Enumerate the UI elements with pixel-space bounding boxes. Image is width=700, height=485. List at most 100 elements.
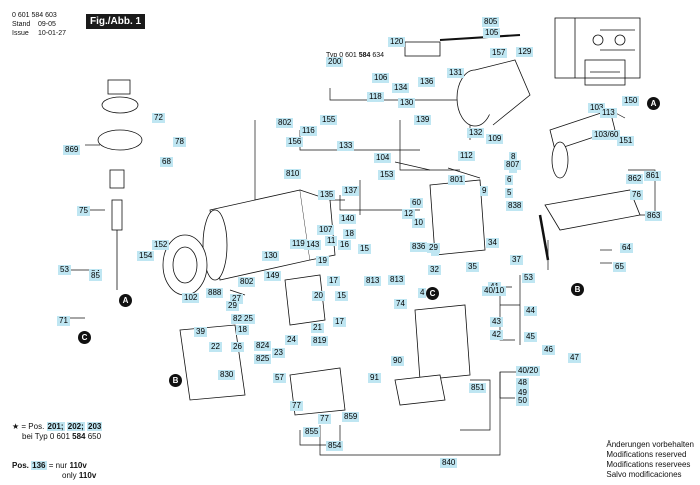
part-label: 139: [414, 115, 432, 125]
part-label: 60: [410, 198, 423, 208]
part-label: 39: [194, 327, 207, 337]
part-label: 154: [137, 251, 155, 261]
part-label: 72: [152, 113, 165, 123]
part-number: 0 601 584 603: [12, 12, 57, 19]
part-label: 4: [418, 288, 427, 298]
part-label: 27: [230, 294, 243, 304]
part-label: 854: [326, 441, 344, 451]
part-label: 47: [568, 353, 581, 363]
issue-label: Issue: [12, 30, 29, 37]
part-label: 802: [276, 118, 294, 128]
part-label: 46: [542, 345, 555, 355]
part-label: 77: [290, 401, 303, 411]
part-label: 149: [264, 271, 282, 281]
part-label: 130: [398, 98, 416, 108]
marker-b: B: [571, 283, 584, 296]
part-label: 813: [364, 276, 382, 286]
part-label: 104: [374, 153, 392, 163]
part-label: 156: [286, 137, 304, 147]
part-label: 118: [367, 92, 384, 102]
marker-c: C: [78, 331, 91, 344]
part-label: 824: [254, 341, 272, 351]
part-label: 150: [622, 96, 640, 106]
part-label: 103: [588, 103, 606, 113]
part-label: 131: [447, 68, 465, 78]
part-label: 75: [77, 206, 90, 216]
part-label: 102: [182, 293, 200, 303]
part-label: 15: [335, 291, 348, 301]
part-label: 112: [458, 151, 475, 161]
footer-disclaimer: Änderungen vorbehalten Modifications res…: [606, 440, 694, 479]
part-label: 11: [325, 236, 338, 246]
part-label: 78: [173, 137, 186, 147]
part-label: 862: [626, 174, 644, 184]
part-label: 107: [317, 225, 335, 235]
part-label: 35: [466, 262, 479, 272]
part-label: 37: [510, 255, 523, 265]
part-label: 157: [490, 48, 508, 58]
part-label: 143: [304, 240, 322, 250]
part-label: 49: [516, 388, 529, 398]
part-label: 888: [206, 288, 224, 298]
part-label: 25: [242, 314, 255, 324]
part-label: 116: [300, 126, 317, 136]
part-label: 12: [402, 209, 415, 219]
part-label: 76: [630, 190, 643, 200]
part-label: 19: [316, 256, 329, 266]
part-label: 53: [58, 265, 71, 275]
part-label: 29: [427, 243, 440, 253]
part-label: 137: [342, 186, 360, 196]
marker-a: A: [119, 294, 132, 307]
part-label: 74: [394, 299, 407, 309]
issue-value: 10-01-27: [38, 30, 67, 37]
part-label: 153: [378, 170, 396, 180]
part-label: 16: [338, 240, 351, 250]
stand-value: 09-05: [38, 21, 56, 28]
part-label: 40/20: [516, 366, 541, 376]
marker-b: B: [169, 374, 182, 387]
part-label: 90: [391, 356, 404, 366]
part-label: 34: [486, 238, 499, 248]
part-label: 10: [412, 218, 425, 228]
part-label: 8: [509, 152, 518, 162]
part-label: 119: [290, 239, 307, 249]
part-label: 830: [218, 370, 236, 380]
part-label: 44: [524, 306, 537, 316]
marker-c: C: [426, 287, 439, 300]
part-label: 861: [644, 171, 662, 181]
part-label: 50: [516, 396, 529, 406]
part-label: 132: [467, 128, 485, 138]
part-label: 134: [392, 83, 410, 93]
part-label: 32: [428, 265, 441, 275]
part-label: 17: [327, 276, 340, 286]
part-label: 77: [318, 414, 331, 424]
part-label: 17: [333, 317, 346, 327]
part-label: 810: [284, 169, 302, 179]
part-label: 869: [63, 145, 81, 155]
part-label: 801: [448, 175, 466, 185]
part-label: 807: [504, 160, 522, 170]
part-label: 135: [318, 190, 336, 200]
part-label: 20: [312, 291, 325, 301]
part-label: 29: [226, 301, 239, 311]
part-label: 57: [273, 373, 286, 383]
part-label: 24: [285, 335, 298, 345]
part-label: 133: [337, 141, 355, 151]
part-label: 113: [600, 108, 617, 118]
part-label: 68: [160, 157, 173, 167]
part-label: 200: [326, 57, 344, 67]
part-label: 42: [490, 330, 503, 340]
part-label: 21: [311, 323, 324, 333]
stand-label: Stand: [12, 21, 31, 28]
voltage-note: Pos. 136 = nur 110v only 110v: [12, 461, 97, 480]
typ-note: Typ 0 601 584 634: [326, 52, 385, 59]
part-label: 9: [480, 186, 489, 196]
part-label: 106: [372, 73, 390, 83]
marker-a: A: [647, 97, 660, 110]
figure-title: Fig./Abb. 1: [86, 14, 146, 29]
part-label: 838: [506, 201, 524, 211]
part-label: 130: [262, 251, 280, 261]
part-label: 819: [311, 336, 329, 346]
